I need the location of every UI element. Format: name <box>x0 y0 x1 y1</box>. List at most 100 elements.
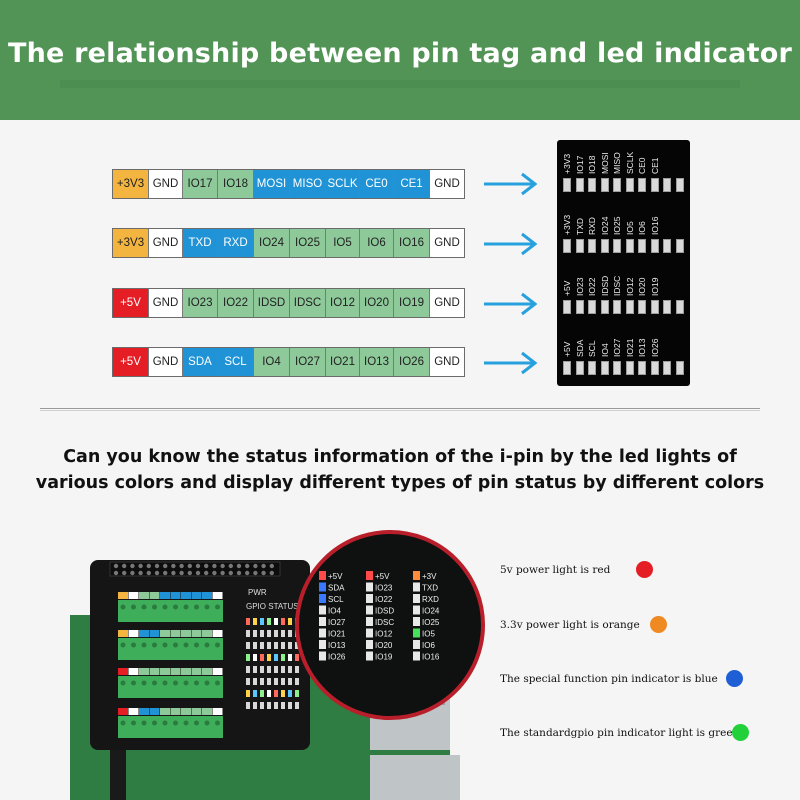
status-led <box>267 702 271 709</box>
zoom-label: IO20 <box>375 641 393 650</box>
pin-tag: IO23 <box>183 289 218 317</box>
pin-tag-mini <box>202 630 212 637</box>
banner-shadow <box>60 80 740 88</box>
zoom-label: IO19 <box>375 653 393 662</box>
zoom-label: TXD <box>422 584 438 593</box>
zoom-led <box>366 582 373 592</box>
status-led <box>274 630 278 637</box>
led-label: IO27 <box>612 338 623 357</box>
status-led <box>246 666 250 673</box>
status-led <box>295 654 299 661</box>
terminal-screw <box>152 680 157 686</box>
terminal-block <box>118 716 223 738</box>
zoom-led <box>413 571 420 580</box>
header-pin <box>138 563 143 569</box>
terminal-block <box>118 676 223 698</box>
led-label: SCLK <box>624 151 635 174</box>
pin-tag-mini <box>139 708 149 715</box>
page-title: The relationship between pin tag and led… <box>8 38 792 69</box>
status-led <box>260 666 264 673</box>
header-pin <box>253 563 258 569</box>
zoom-label: IDSC <box>375 618 394 627</box>
led-label: MISO <box>612 152 623 174</box>
description: Can you know the status information of t… <box>20 444 780 496</box>
status-led <box>260 654 264 661</box>
zoom-led <box>413 640 420 649</box>
terminal-screw <box>183 720 189 726</box>
led-label: IO19 <box>649 277 660 296</box>
pin-tag: IO22 <box>218 289 254 317</box>
pin-tag: +5V <box>113 348 149 376</box>
zoom-led <box>366 628 373 638</box>
gpio-board-illustration: PWR GPIO STATUS +5VSDASCLIO4IO27IO21IO13… <box>70 530 485 800</box>
pin-tag-mini <box>170 668 181 675</box>
status-led <box>260 630 264 637</box>
status-led <box>246 642 250 649</box>
pin-tag: MOSI <box>254 170 290 198</box>
terminal-screw <box>194 642 199 648</box>
zoom-led <box>366 651 373 661</box>
led-light <box>663 300 672 314</box>
led-light <box>650 178 659 192</box>
zoom-led <box>366 594 373 603</box>
led-light <box>563 178 572 192</box>
zoom-label: +3V <box>422 572 437 581</box>
led-light <box>575 178 584 192</box>
status-led <box>281 642 285 649</box>
pin-tag: IO26 <box>394 348 430 376</box>
pin-tag-mini <box>160 630 170 637</box>
header-pin <box>187 570 192 576</box>
header-pin <box>228 563 233 569</box>
zoom-label: IO21 <box>328 630 346 639</box>
pin-tag-mini <box>149 630 160 637</box>
led-label: IO6 <box>637 221 648 235</box>
zoom-led <box>413 594 420 603</box>
pin-tag: IO27 <box>290 348 326 376</box>
status-led <box>246 678 250 685</box>
pin-tag-mini <box>118 668 128 675</box>
header-pin <box>204 563 209 569</box>
zoom-label: IO5 <box>422 630 435 639</box>
led-light <box>638 239 647 253</box>
status-led <box>295 666 299 673</box>
pin-tag-mini <box>181 630 191 637</box>
terminal-screw <box>131 642 136 648</box>
terminal-screw <box>204 720 210 726</box>
zoom-led <box>319 628 326 638</box>
pin-tag: SCLK <box>326 170 360 198</box>
led-light <box>675 239 684 253</box>
led-light <box>563 361 572 375</box>
led-light <box>588 178 597 192</box>
zoom-led <box>413 605 420 615</box>
pin-tag: SDA <box>183 348 218 376</box>
pin-tag: GND <box>149 348 183 376</box>
terminal-screw <box>152 604 157 610</box>
legend-item: The special function pin indicator is bl… <box>500 668 718 690</box>
led-light <box>625 300 634 314</box>
status-led <box>288 702 292 709</box>
description-line-1: Can you know the status information of t… <box>63 447 737 467</box>
status-led <box>281 618 285 625</box>
terminal-screw <box>120 680 126 686</box>
zoom-label: +5V <box>328 572 343 581</box>
terminal-screw <box>162 604 168 610</box>
led-label: MOSI <box>599 152 610 174</box>
led-light <box>675 361 684 375</box>
header-pin <box>195 570 201 576</box>
terminal-screw <box>183 642 189 648</box>
header-pin <box>236 570 242 576</box>
terminal-screw <box>173 720 178 726</box>
terminal-screw <box>120 720 126 726</box>
pin-tag-mini <box>191 708 202 715</box>
zoom-led <box>366 640 373 649</box>
zoom-led <box>319 640 326 649</box>
status-led <box>281 702 285 709</box>
pin-tag-mini <box>170 708 181 715</box>
header-pin <box>228 570 233 576</box>
pin-tag-mini <box>191 668 202 675</box>
pin-tag: IO12 <box>326 289 360 317</box>
led-light <box>600 361 609 375</box>
header-pin <box>163 570 168 576</box>
led-light <box>650 300 659 314</box>
pin-tag: GND <box>149 170 183 198</box>
